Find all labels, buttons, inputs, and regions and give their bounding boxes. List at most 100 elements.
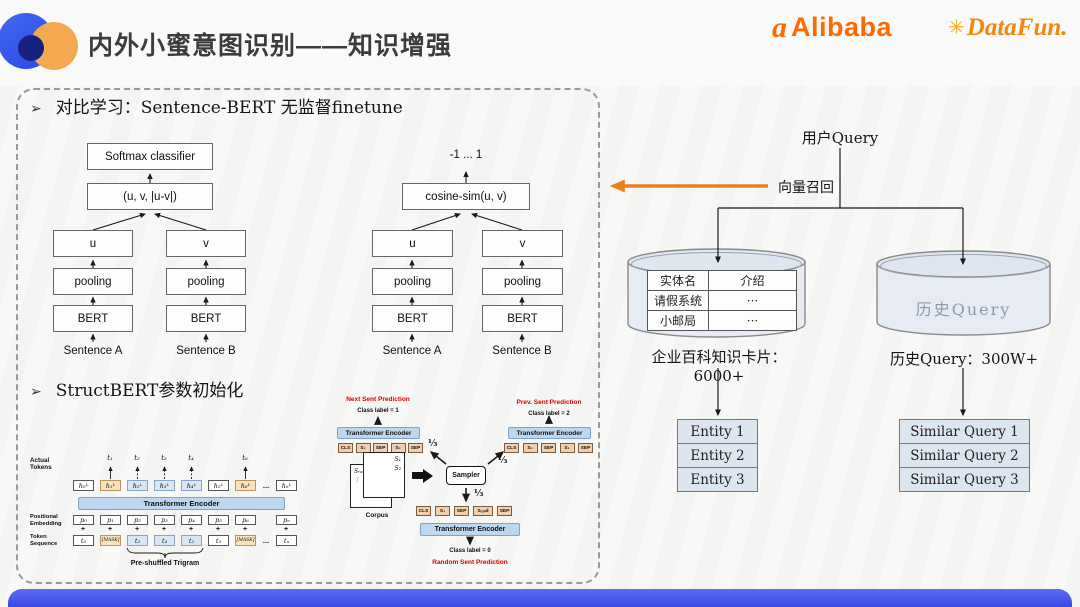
logo-circle-navy-icon [18, 35, 44, 61]
entity-item: Entity 3 [677, 467, 758, 492]
v-box-right: v [482, 230, 563, 257]
entity-stack: Entity 1 Entity 2 Entity 3 [677, 419, 758, 492]
similar-query-item: Similar Query 2 [899, 443, 1030, 468]
history-cylinder [876, 250, 1051, 336]
table-row: 请假系统 ··· [647, 290, 797, 311]
transformer-encoder-bar: Transformer Encoder [420, 523, 520, 536]
pos-embed-cell: pₙ [276, 515, 297, 525]
mask-token-cell: [MASK] [100, 535, 121, 546]
token-sep: SEP [454, 506, 469, 516]
page-title: 内外小蜜意图识别——知识增强 [88, 32, 453, 60]
class-label-1: Class label = 1 [357, 408, 399, 414]
transformer-encoder-bar: Transformer Encoder [337, 427, 420, 439]
bottom-accent-bar [8, 589, 1072, 607]
hidden-state-cell: h₄ᴸ [181, 480, 202, 491]
contrastive-heading-text: 对比学习：Sentence-BERT 无监督finetune [55, 98, 403, 118]
token-s1: S₁ [435, 506, 450, 516]
pos-embed-cell: p₁ [100, 515, 121, 525]
pooling-box: pooling [372, 268, 453, 295]
hidden-state-cell: hₙᴸ [276, 480, 297, 491]
actual-token: t₄ [188, 454, 194, 462]
pos-embed-cell: p₅ [208, 515, 229, 525]
kb-entity-table: 实体名 介绍 请假系统 ··· 小邮局 ··· [647, 270, 797, 331]
u-box-right: u [372, 230, 453, 257]
pre-shuffled-trigram-label: Pre-shuffled Trigram [130, 560, 200, 567]
token-sequence-label: Token Sequence [30, 534, 58, 547]
kb-cell: ··· [708, 290, 797, 311]
token-s1: S₁ [559, 443, 575, 453]
vector-recall-label: 向量召回 [778, 180, 834, 196]
pos-embed-cell: p₀ [73, 515, 94, 525]
kb-cell: 小邮局 [647, 310, 709, 331]
kb-header-entity: 实体名 [647, 270, 709, 291]
bullet-arrow-icon: ➢ [30, 384, 42, 400]
datafun-logo: ✳ DataFun. [948, 14, 1068, 42]
history-query-db-label: 历史Query [915, 300, 1012, 319]
hidden-state-cell: h₃ᴸ [154, 480, 175, 491]
fat-arrow-icon [412, 472, 423, 479]
token-sep: SEP [578, 443, 593, 453]
paper-vdots: ⋮ [354, 477, 360, 484]
bert-box: BERT [372, 305, 453, 332]
sampler-box: Sampler [446, 466, 486, 485]
concat-box: (u, v, |u-v|) [87, 183, 213, 210]
structbert-heading-text: StructBERT参数初始化 [55, 381, 244, 401]
corpus-label: Corpus [365, 512, 389, 519]
token-cell: t₂ [181, 535, 202, 546]
mask-token-cell: [MASK] [235, 535, 256, 546]
alibaba-logo: a Alibaba [772, 12, 892, 43]
hidden-state-cell: h₀ᴸ [73, 480, 94, 491]
datafun-logo-text: DataFun. [966, 14, 1068, 41]
one-third-fraction: ⅓ [428, 439, 438, 449]
sentence-b-label: Sentence B [176, 345, 236, 357]
actual-token: t₁ [107, 454, 113, 462]
softmax-classifier-box: Softmax classifier [87, 143, 213, 170]
kb-cell: 请假系统 [647, 290, 709, 311]
pooling-box: pooling [53, 268, 133, 295]
fat-arrow-head-icon [423, 468, 433, 483]
similar-query-item: Similar Query 1 [899, 419, 1030, 444]
sentence-a-label: Sentence A [382, 345, 442, 357]
entity-item: Entity 1 [677, 419, 758, 444]
plus-sign: + [107, 526, 113, 533]
token-cls: CLS [338, 443, 353, 453]
ellipsis: … [262, 481, 270, 490]
actual-tokens-label: Actual Tokens [30, 457, 52, 472]
pos-embed-cell: p₄ [181, 515, 202, 525]
similar-query-stack: Similar Query 1 Similar Query 2 Similar … [899, 419, 1030, 492]
token-sep: SEP [497, 506, 512, 516]
kb-cell: ··· [708, 310, 797, 331]
plus-sign: + [215, 526, 221, 533]
plus-sign: + [283, 526, 289, 533]
token-cls: CLS [416, 506, 431, 516]
token-cell: t₄ [154, 535, 175, 546]
bert-box: BERT [482, 305, 563, 332]
u-box-left: u [53, 230, 133, 257]
paper-s2-label: S₂ [394, 465, 401, 472]
token-srand: Sᵣₐₙd [473, 506, 493, 516]
prev-sent-prediction-label: Prev. Sent Prediction [516, 399, 582, 406]
pos-embed-cell: p₆ [235, 515, 256, 525]
positional-embedding-label: Positional Embedding [30, 514, 62, 527]
actual-token: t₆ [242, 454, 248, 462]
plus-sign: + [161, 526, 167, 533]
hidden-state-cell: h₆ᴸ [235, 480, 256, 491]
kb-header-intro: 介绍 [708, 270, 797, 291]
token-sep: SEP [541, 443, 556, 453]
hidden-state-cell: h₁ᴸ [100, 480, 121, 491]
section-contrastive-heading: ➢ 对比学习：Sentence-BERT 无监督finetune [30, 93, 403, 118]
class-label-0: Class label = 0 [449, 548, 491, 554]
token-sep: SEP [408, 443, 423, 453]
plus-sign: + [188, 526, 194, 533]
v-box-left: v [166, 230, 246, 257]
token-cell: tₙ [276, 535, 297, 546]
actual-token: t₂ [134, 454, 140, 462]
section-structbert-heading: ➢ StructBERT参数初始化 [30, 376, 243, 401]
datafun-dots-icon: ✳ [948, 17, 965, 39]
plus-sign: + [242, 526, 248, 533]
hidden-state-cell: h₅ᴸ [208, 480, 229, 491]
next-sent-prediction-label: Next Sent Prediction [346, 396, 410, 403]
paper-srand-label: Sᵣₐₙd [354, 468, 369, 475]
header-strip [0, 0, 1080, 86]
